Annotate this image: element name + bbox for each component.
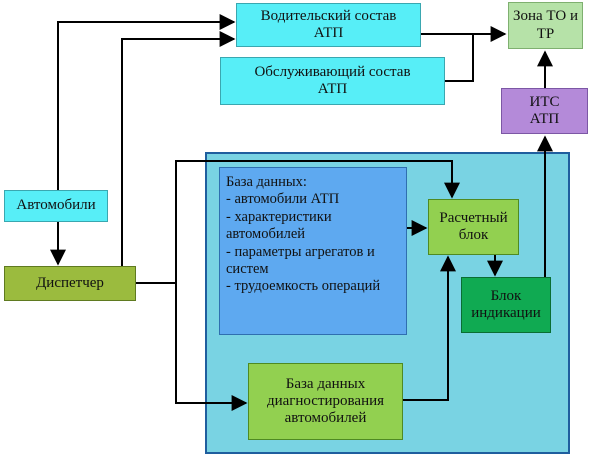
arrow-dispatcher-to-driver [121, 31, 236, 266]
driver-staff-box: Водительский состав АТП [236, 3, 421, 47]
arrow-dispatcher-to-diag [175, 283, 248, 411]
its-box: ИТС АТП [501, 88, 588, 134]
service-staff-box: Обслуживающий состав АТП [220, 57, 445, 105]
dispatcher-box: Диспетчер [4, 266, 136, 301]
service-staff-label: Обслуживающий состав АТП [254, 63, 411, 97]
arrow-service-to-zone [445, 34, 474, 82]
vehicles-box: Автомобили [4, 190, 108, 222]
calc-block-label: Расчетный блок [439, 209, 508, 243]
zone-box: Зона ТО и ТР [508, 2, 583, 49]
zone-label: Зона ТО и ТР [512, 8, 579, 42]
database-box: База данных: - автомобили АТП - характер… [219, 167, 407, 335]
database-title: База данных: [226, 174, 307, 190]
diag-db-label: База данных диагностирования автомобилей [266, 375, 385, 427]
arrow-dispatcher-to-calc [175, 160, 460, 283]
its-label: ИТС АТП [529, 93, 560, 127]
driver-staff-label: Водительский состав АТП [260, 7, 397, 41]
database-item-labor: - трудоемкость операций [226, 278, 381, 295]
database-item-characteristics: - характеристики автомобилей [226, 208, 332, 243]
vehicles-label: Автомобили [16, 197, 96, 214]
database-item-parameters: - параметры агрегатов и систем [226, 243, 375, 277]
calc-block-box: Расчетный блок [428, 199, 519, 255]
arrow-diag-to-calc [403, 255, 456, 401]
indication-block-label: Блок индикации [471, 287, 541, 321]
arrow-vehicles-to-driver [57, 14, 236, 190]
dispatcher-label: Диспетчер [36, 274, 104, 291]
database-item-vehicles: - автомобили АТП [226, 191, 340, 208]
diag-db-box: База данных диагностирования автомобилей [248, 363, 403, 440]
indication-block-box: Блок индикации [461, 277, 551, 333]
